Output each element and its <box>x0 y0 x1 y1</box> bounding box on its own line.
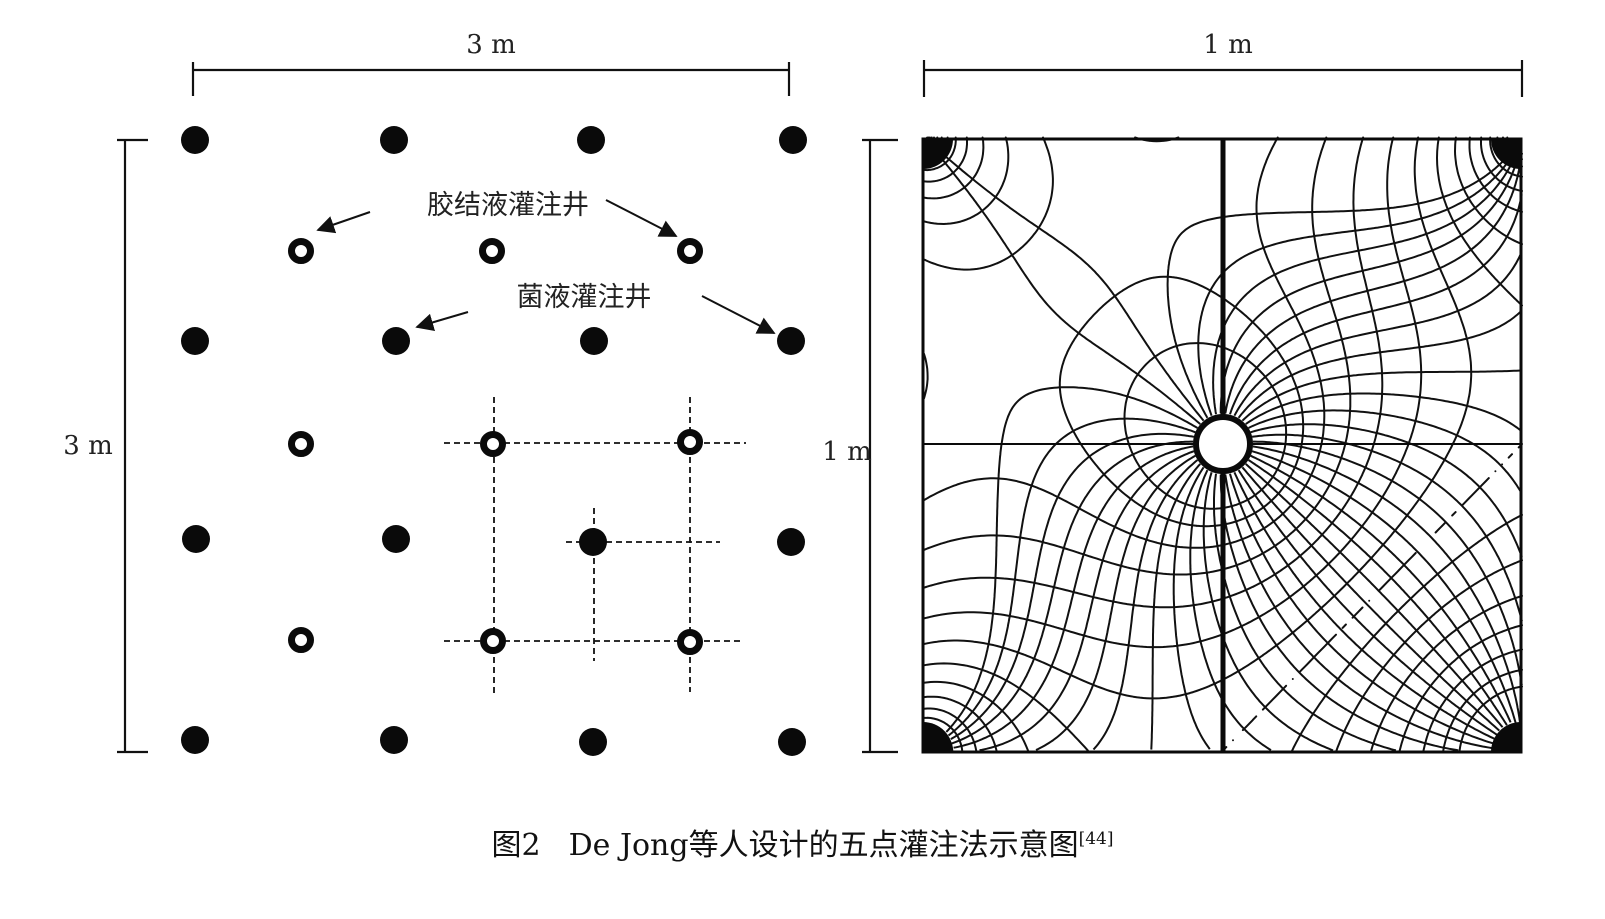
bacteria-well <box>577 126 605 154</box>
bacteria-well <box>382 525 410 553</box>
bacteria-well <box>182 525 210 553</box>
left-height-dimension <box>117 138 148 754</box>
bacteria-well <box>579 728 607 756</box>
right-height-dimension <box>862 138 898 754</box>
flow-net-line <box>1245 392 1522 432</box>
flow-net-line <box>1189 469 1272 751</box>
equipotential-line <box>923 136 1473 700</box>
right-width-dimension <box>922 60 1524 97</box>
right-width-label: 1 m <box>1203 30 1252 60</box>
bacteria-well <box>181 126 209 154</box>
flow-net-line <box>945 155 1205 422</box>
cementation-well <box>480 431 506 457</box>
bacteria-well <box>779 126 807 154</box>
bacteria-well <box>579 528 607 556</box>
corner-well-bottom-left <box>923 722 953 752</box>
arrow-left-cementation <box>316 211 371 234</box>
bacteria-well <box>181 327 209 355</box>
flow-net-line <box>1219 164 1517 414</box>
bacteria-well <box>580 327 608 355</box>
annotation-arrows <box>316 199 776 334</box>
flow-net-line <box>1248 409 1523 494</box>
bacteria-well <box>777 327 805 355</box>
left-height-label: 3 m <box>63 431 112 461</box>
corner-well-bottom-right <box>1491 722 1521 752</box>
bacteria-well <box>380 126 408 154</box>
arrow-left-bacteria <box>415 311 469 332</box>
equipotential-line <box>923 136 1423 649</box>
flow-net-line <box>1229 194 1523 415</box>
bacteria-well <box>778 728 806 756</box>
bacteria-well <box>382 327 410 355</box>
arrow-right-bacteria <box>701 295 776 334</box>
bacteria-well <box>777 528 805 556</box>
cementation-well <box>677 238 703 264</box>
flow-net-line <box>945 386 1198 733</box>
annotation-cementation-label: 胶结液灌注井 <box>427 190 589 221</box>
bacteria-well <box>380 726 408 754</box>
equipotential-line <box>923 136 1305 528</box>
bacteria-well <box>181 726 209 754</box>
caption-reference: [44] <box>1078 829 1114 849</box>
left-panel: 3 m 3 m <box>63 30 807 756</box>
flow-net-line <box>1150 463 1202 750</box>
cementation-well <box>677 429 703 455</box>
cementation-well <box>288 431 314 457</box>
flow-net-line <box>1251 433 1523 622</box>
right-height-label: 1 m <box>822 437 871 467</box>
flow-net-line <box>1224 167 1521 414</box>
flow-net-line <box>1219 474 1459 752</box>
cementation-well <box>480 628 506 654</box>
cementation-well <box>677 629 703 655</box>
cementation-well <box>479 238 505 264</box>
flow-net-line <box>979 450 1195 752</box>
flow-net-line <box>1172 466 1211 750</box>
flow-net-line <box>1252 440 1523 686</box>
equipotential-line <box>923 136 1384 609</box>
corner-well-top-right <box>1491 139 1521 169</box>
flow-net-line <box>953 445 1194 749</box>
arrow-right-cementation <box>605 199 678 237</box>
cementation-well <box>288 238 314 264</box>
flow-net-line <box>1237 310 1522 419</box>
equipotential-line <box>1123 342 1288 510</box>
flow-net-line <box>950 440 1194 745</box>
flow-net-line <box>1166 159 1505 419</box>
right-panel: 1 m 1 m <box>822 30 1524 754</box>
cementation-well <box>288 627 314 653</box>
flow-net-line <box>941 159 1201 425</box>
flow-net-line <box>1241 369 1522 422</box>
left-width-label: 3 m <box>466 30 515 60</box>
figure-caption: 图2 De Jong等人设计的五点灌注法示意图[44] <box>0 820 1605 864</box>
bacteria-wells <box>181 126 807 756</box>
corner-wells <box>923 139 1521 752</box>
flow-net-line <box>1212 164 1512 415</box>
flow-net-line <box>950 432 1195 740</box>
center-injection-well <box>1193 414 1253 474</box>
flow-net-line <box>1092 459 1199 751</box>
caption-number: 图2 <box>491 828 541 863</box>
annotation-bacteria-label: 菌液灌注井 <box>517 282 652 313</box>
flow-net-line <box>1213 473 1397 752</box>
caption-text: De Jong等人设计的五点灌注法示意图 <box>568 828 1079 863</box>
corner-well-top-left <box>923 139 953 169</box>
left-width-dimension <box>191 62 791 96</box>
cementation-wells <box>288 238 703 655</box>
